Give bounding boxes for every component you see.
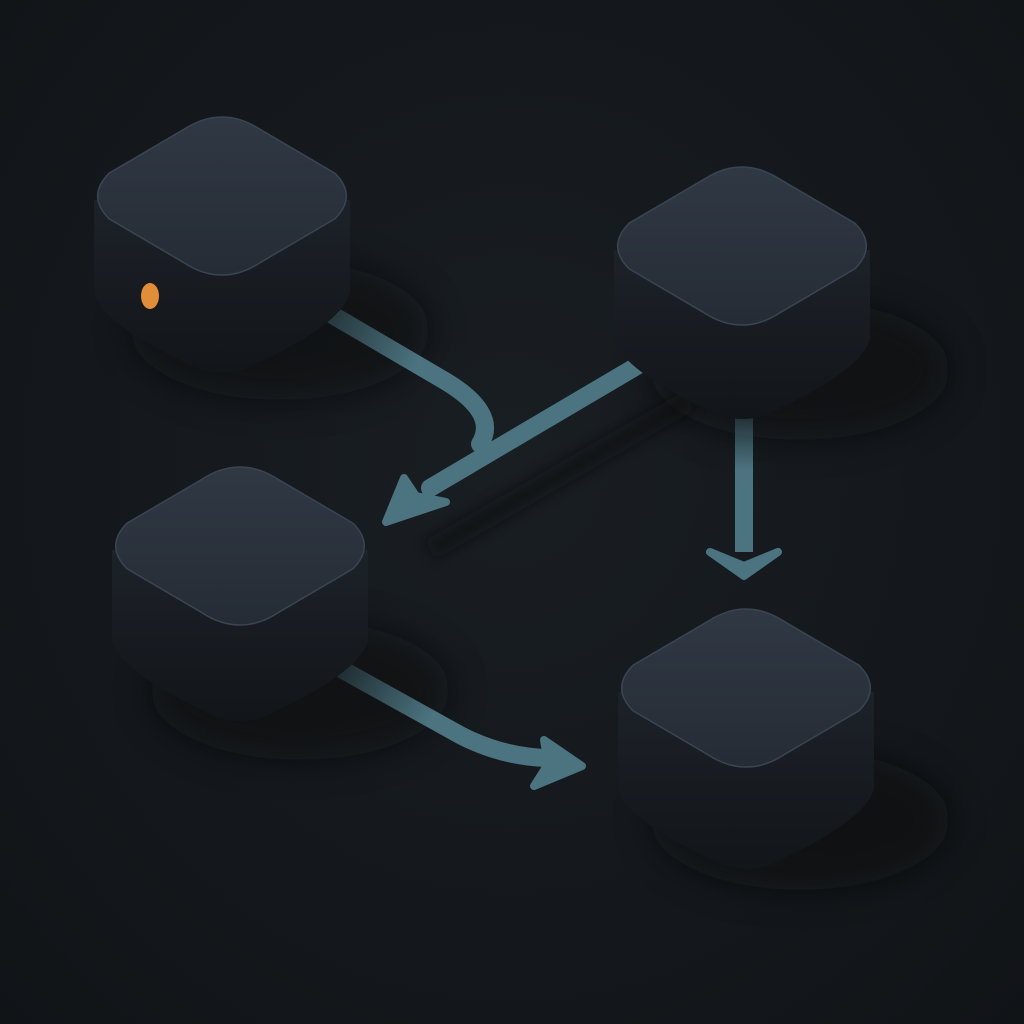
node-top-right[interactable] bbox=[614, 166, 870, 419]
arrow-shadows bbox=[424, 390, 696, 560]
node-top-left[interactable] bbox=[94, 116, 350, 373]
edge-top-left-to-bottom-left bbox=[291, 287, 494, 453]
node-bottom-right[interactable] bbox=[618, 608, 874, 869]
arrowhead-icon bbox=[706, 548, 782, 580]
edge-bottom-left-to-bottom-right bbox=[316, 651, 586, 790]
node-bottom-right-top bbox=[620, 608, 872, 768]
arrowhead-icon bbox=[382, 474, 450, 526]
node-top-left-top bbox=[96, 116, 348, 276]
status-indicator-icon bbox=[141, 283, 159, 309]
nodes-layer bbox=[94, 116, 874, 869]
node-top-right-top bbox=[616, 166, 868, 326]
node-bottom-left[interactable] bbox=[112, 466, 368, 721]
arrowhead-icon bbox=[530, 736, 586, 790]
edge-top-right-to-bottom-right bbox=[706, 412, 782, 580]
edge-top-right-to-bottom-left bbox=[382, 341, 673, 526]
node-bottom-left-top bbox=[114, 466, 366, 626]
